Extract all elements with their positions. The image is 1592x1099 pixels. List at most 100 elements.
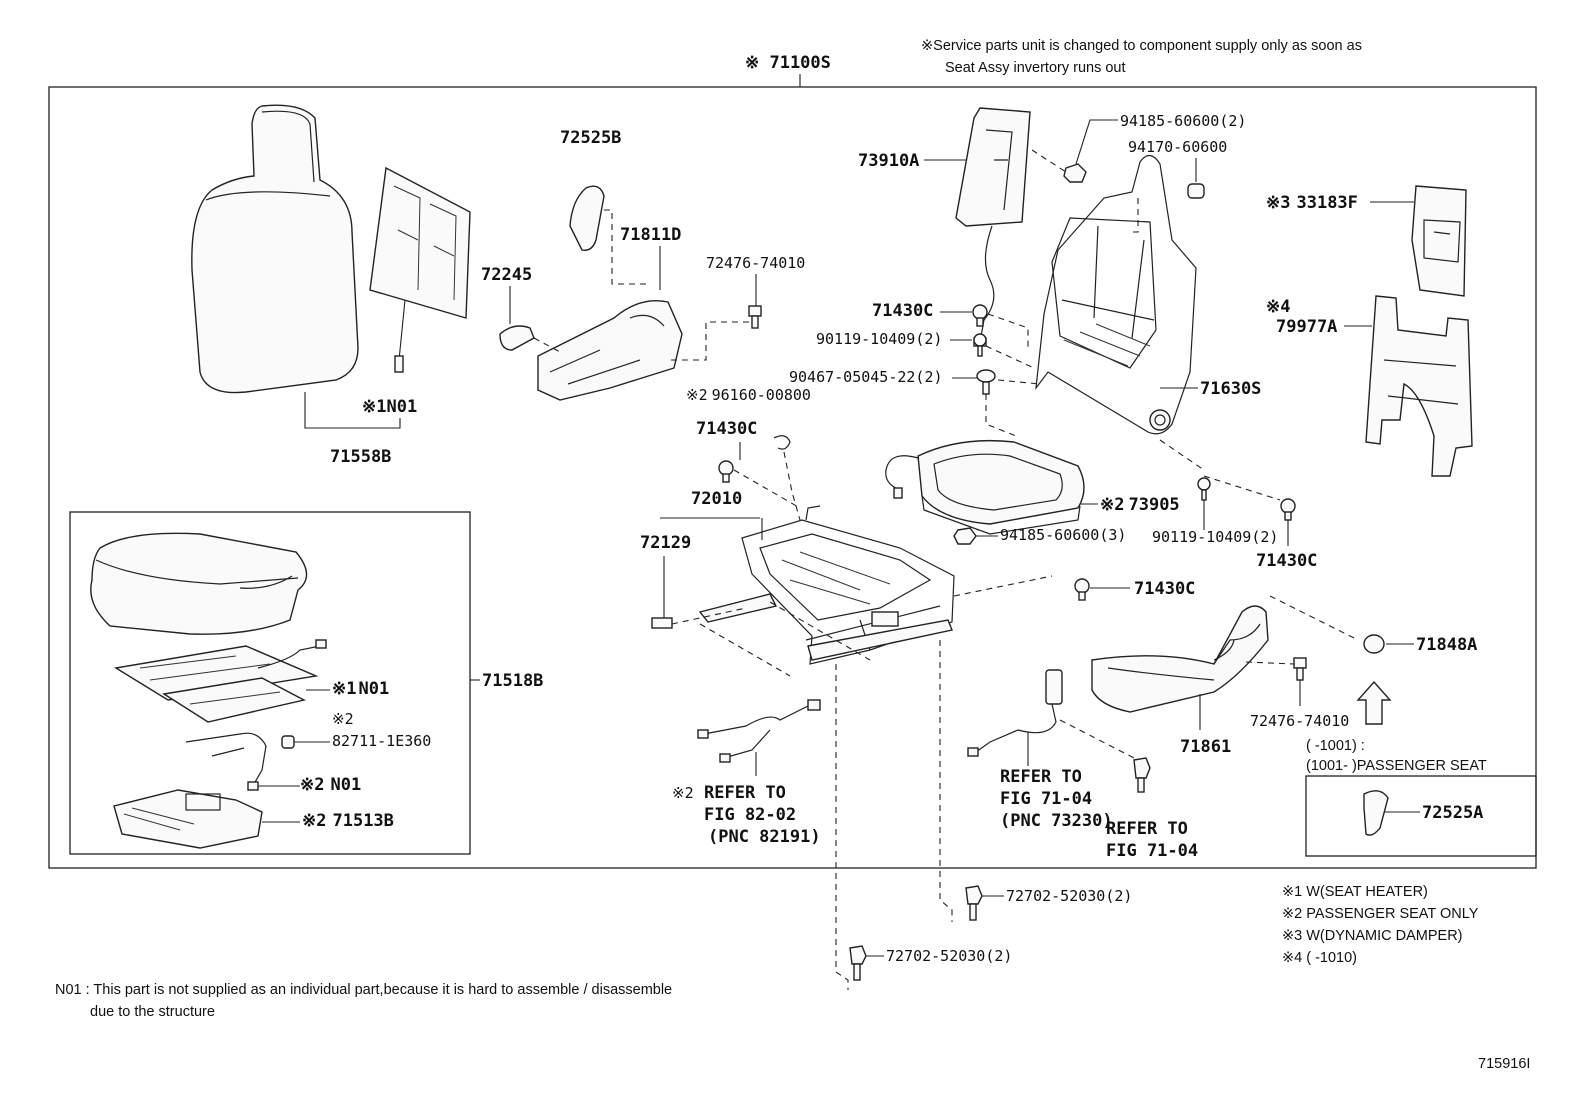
leader-72010 <box>660 517 763 540</box>
clip-71430C-c[interactable] <box>1074 578 1090 601</box>
bolt-72702-52030-a[interactable] <box>965 885 983 921</box>
dash-71430C-b <box>733 469 801 509</box>
label-72245: 72245 <box>481 265 532 285</box>
part-73910A[interactable] <box>955 107 1031 347</box>
dash-72476-bottom <box>1245 661 1295 665</box>
label-94170-60600: 94170-60600 <box>1128 138 1227 156</box>
nut-94185-60600-3[interactable] <box>953 527 977 545</box>
label-90467-05045-22: 90467-05045-22(2) <box>789 368 943 386</box>
cap-71848A[interactable] <box>1363 634 1385 654</box>
service-note-line2: Seat Assy invertory runs out <box>945 60 1126 76</box>
dash-94170 <box>1132 198 1139 233</box>
label-71430C-a: 71430C <box>872 301 933 321</box>
label-71848A: 71848A <box>1416 635 1477 655</box>
clip-71430C-b[interactable] <box>718 460 734 483</box>
part-72525A[interactable] <box>1363 790 1389 836</box>
nut-94170-60600[interactable] <box>1187 183 1205 199</box>
dash-90467 <box>985 394 1017 437</box>
label-71861: 71861 <box>1180 737 1231 757</box>
passenger-seat-box <box>1305 775 1537 857</box>
bolt-refer3[interactable] <box>1133 757 1151 793</box>
seatback-frame-71630S[interactable] <box>1035 154 1197 435</box>
bolt-90119-10409-a[interactable] <box>973 333 987 357</box>
label-72702-52030-b: 72702-52030(2) <box>886 947 1012 965</box>
seat-frame-72010[interactable] <box>698 505 955 665</box>
refer1-mark: ※2 <box>672 784 694 802</box>
label-n01-seatback-mark: ※1N01 <box>362 397 417 417</box>
label-71558B: 71558B <box>330 447 391 467</box>
ring-96160-00800[interactable] <box>773 435 791 450</box>
seatback-cover[interactable] <box>191 104 359 394</box>
dash-90119-a <box>985 345 1035 369</box>
sensor-mat-71513B[interactable] <box>113 789 263 849</box>
part-33183F[interactable] <box>1411 185 1467 297</box>
dash-72129 <box>671 601 871 677</box>
cushion-pad-73905[interactable] <box>885 439 1085 535</box>
label-71430C-b: 71430C <box>696 419 757 439</box>
cushion-cover-71518B[interactable] <box>90 532 308 635</box>
label-72476-74010-top: 72476-74010 <box>706 254 805 272</box>
legend-1: ※1 W(SEAT HEATER) <box>1282 884 1428 900</box>
dash-to-71430C-c <box>953 575 1053 597</box>
clip-82711-1E360[interactable] <box>281 735 295 749</box>
part-72245[interactable] <box>499 325 535 351</box>
bolt-90119-10409-b[interactable] <box>1197 477 1211 501</box>
arrow-up-icon <box>1356 680 1392 725</box>
bolt-72476-74010-top[interactable] <box>748 305 762 329</box>
dash-96160 <box>783 451 801 521</box>
refer2-line1: REFER TO <box>1000 767 1082 787</box>
label-94185-60600-2: 94185-60600(2) <box>1120 112 1246 130</box>
seatback-heater-pad[interactable] <box>369 166 471 373</box>
clip-90467-05045-22[interactable] <box>976 369 996 395</box>
clip-71430C-d[interactable] <box>1280 498 1296 521</box>
dash-73910A <box>1031 149 1067 173</box>
harness-82-02[interactable] <box>697 699 821 763</box>
label-94185-60600-3: 94185-60600(3) <box>1000 526 1126 544</box>
seat-assy-frame <box>48 86 1537 869</box>
clip-71430C-a[interactable] <box>972 304 988 327</box>
label-82711-1E360: 82711-1E360 <box>332 732 431 750</box>
dash-72702-a <box>939 640 953 922</box>
footer-note-line2: due to the structure <box>90 1004 215 1020</box>
figure-id: 715916I <box>1478 1056 1530 1072</box>
dash-72702-b <box>835 664 849 990</box>
seatback-leader <box>304 392 401 429</box>
label-71430C-d: 71430C <box>1256 551 1317 571</box>
refer2-line2: FIG 71-04 <box>1000 789 1092 809</box>
refer3-line1: REFER TO <box>1106 819 1188 839</box>
dash-71848A <box>1269 595 1359 641</box>
refer3-line2: FIG 71-04 <box>1106 841 1198 861</box>
legend-2: ※2 PASSENGER SEAT ONLY <box>1282 906 1479 922</box>
part-71811D[interactable] <box>537 300 683 401</box>
cushion-inset-box <box>69 511 471 855</box>
label-82711-mark: ※2 <box>332 710 354 728</box>
bolt-72476-74010-bottom[interactable] <box>1293 657 1307 681</box>
passenger-box-line2: (1001- )PASSENGER SEAT <box>1306 758 1487 774</box>
refer1-line2: FIG 82-02 <box>704 805 796 825</box>
part-72525B[interactable] <box>569 185 605 251</box>
label-72476-74010-bottom: 72476-74010 <box>1250 712 1349 730</box>
refer1-line1: REFER TO <box>704 783 786 803</box>
sensor-harness-N01[interactable] <box>185 732 267 791</box>
side-shield-71861[interactable] <box>1091 605 1269 713</box>
part-79977A[interactable] <box>1365 295 1473 477</box>
passenger-box-line1: ( -1001) : <box>1306 738 1365 754</box>
refer2-line3: (PNC 73230) <box>1000 811 1113 831</box>
seatbelt-buckle[interactable] <box>967 669 1063 757</box>
part-72129[interactable] <box>651 617 673 629</box>
dash-72476-top <box>670 321 749 361</box>
nut-94185-60600-2[interactable] <box>1063 163 1087 183</box>
legend-3: ※3 W(DYNAMIC DAMPER) <box>1282 928 1463 944</box>
label-72702-52030-a: 72702-52030(2) <box>1006 887 1132 905</box>
label-79977A-mark: ※4 <box>1266 297 1290 317</box>
bolt-72702-52030-b[interactable] <box>849 945 867 981</box>
label-72525B: 72525B <box>560 128 621 148</box>
leader-94185-2 <box>1075 119 1118 165</box>
cushion-heater-pad-N01[interactable] <box>114 639 327 723</box>
